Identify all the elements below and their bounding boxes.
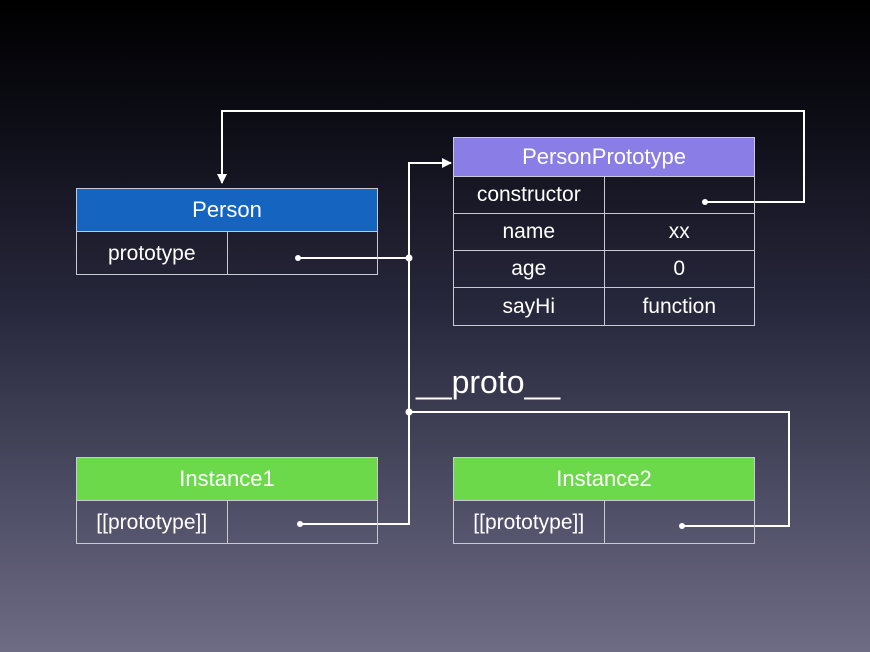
prototype-sayhi-key: sayHi (502, 294, 555, 318)
person-box: Person prototype (76, 188, 378, 275)
dot-junction-lower (405, 408, 413, 416)
prototype-name-key: name (502, 220, 556, 243)
dot-instance1 (297, 521, 303, 527)
prototype-row-age: age 0 (454, 251, 754, 288)
person-prototype-box: PersonPrototype constructor name xx age … (453, 137, 755, 326)
constructor-arrow (217, 110, 805, 203)
instance2-prototype-value (603, 501, 755, 544)
prototype-name-value: xx (603, 214, 755, 250)
instance1-prototype-value (226, 501, 378, 544)
dot-person-prototype (295, 255, 301, 261)
dot-constructor (702, 199, 708, 205)
instance2-box: Instance2 [[prototype]] (453, 457, 755, 544)
prototype-row-constructor: constructor (454, 177, 754, 214)
prototype-row-sayhi: sayHi function (454, 288, 754, 325)
prototype-row-name: name xx (454, 214, 754, 251)
prototype-age-value: 0 (603, 251, 755, 287)
instance1-box: Instance1 [[prototype]] (76, 457, 378, 544)
prototype-sayhi-value: function (603, 288, 755, 325)
instance1-proto-link (300, 258, 410, 525)
instance1-row-prototype: [[prototype]] (77, 501, 377, 544)
prototype-age-key: age (511, 257, 547, 280)
person-prototype-key: prototype (107, 241, 196, 265)
person-row-prototype: prototype (77, 232, 377, 275)
prototype-arrow (298, 158, 452, 259)
prototype-constructor-key: constructor (476, 183, 581, 206)
instance2-title: Instance2 (454, 458, 754, 501)
person-title: Person (77, 189, 377, 232)
instance2-row-prototype: [[prototype]] (454, 501, 754, 544)
dot-instance2 (679, 523, 685, 529)
proto-label: __proto__ (416, 364, 561, 400)
person-prototype-title: PersonPrototype (454, 138, 754, 177)
dot-junction-upper (405, 254, 413, 262)
instance2-proto-link (409, 411, 790, 527)
instance1-prototype-key: [[prototype]] (96, 510, 208, 534)
instance1-title: Instance1 (77, 458, 377, 501)
instance2-prototype-key: [[prototype]] (473, 510, 585, 534)
prototype-constructor-value (603, 177, 755, 213)
person-prototype-value (226, 232, 378, 275)
